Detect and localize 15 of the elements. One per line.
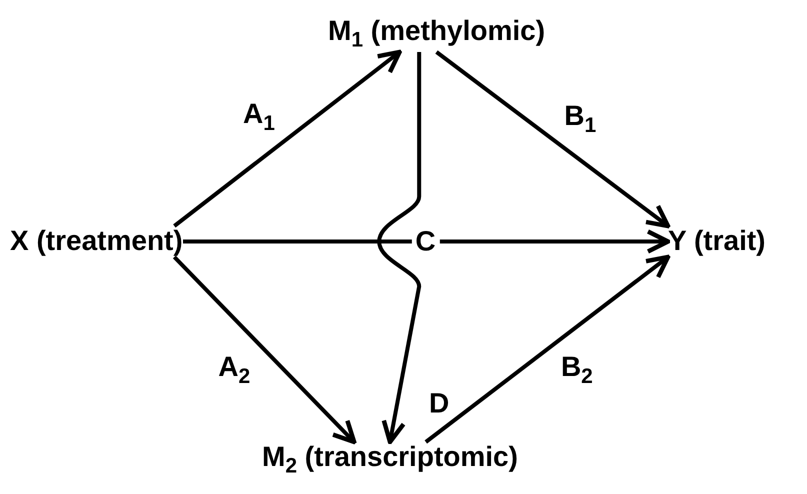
edge-label: D bbox=[428, 388, 450, 420]
arrow bbox=[172, 256, 356, 444]
edge-label: A$_{1}$ bbox=[242, 99, 276, 135]
arrow bbox=[377, 52, 422, 444]
node-label: M$_{1}$ (methylomic) bbox=[328, 15, 546, 46]
edge-label: B$_{2}$ bbox=[560, 352, 594, 388]
edge-label: A$_{2}$ bbox=[217, 352, 252, 388]
arrow bbox=[183, 229, 670, 254]
arrow bbox=[435, 50, 670, 228]
node-label: M$_{2}$ (transcriptomic) bbox=[262, 441, 518, 472]
arrow bbox=[173, 50, 402, 228]
node-label: X (treatment) bbox=[10, 225, 183, 256]
arrow bbox=[424, 254, 670, 444]
node-label: Y (trait) bbox=[668, 225, 766, 256]
edge-label: B$_{1}$ bbox=[563, 101, 598, 137]
